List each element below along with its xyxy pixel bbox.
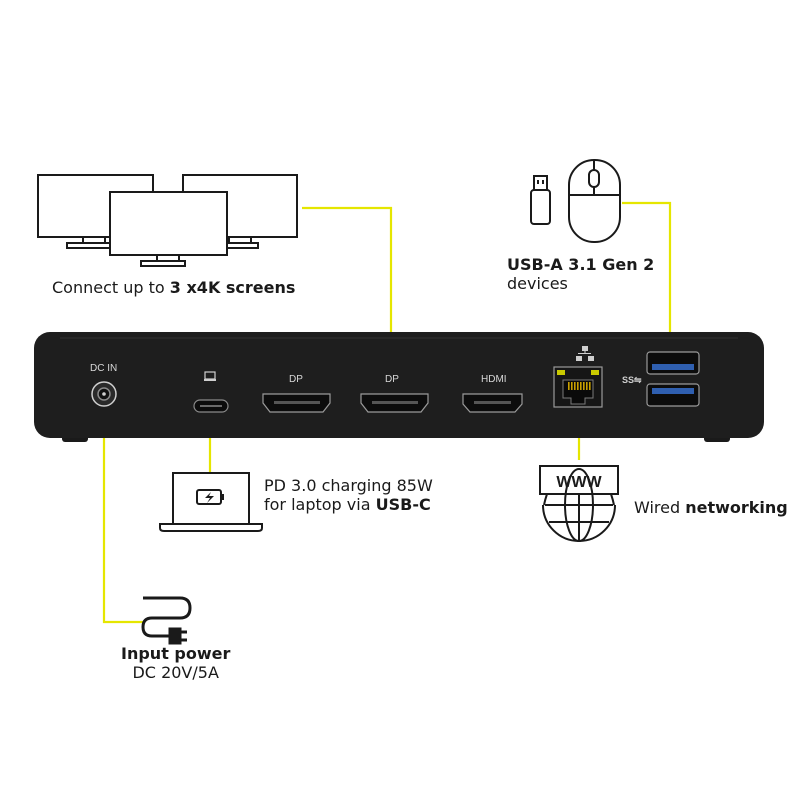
dc-in-port: DC IN — [90, 363, 117, 407]
laptop-icon — [159, 472, 263, 532]
network-callout-bold: networking — [685, 498, 788, 517]
usb-c-port — [193, 371, 229, 413]
charging-callout: PD 3.0 charging 85W for laptop via USB-C — [264, 476, 433, 514]
charging-callout-line2: for laptop via — [264, 495, 376, 514]
screens-connector — [302, 206, 393, 360]
power-cable-icon — [141, 596, 192, 645]
dp2-label: DP — [385, 374, 399, 385]
screens-callout-bold: 3 x4K screens — [169, 278, 296, 297]
hdmi-port: HDMI — [462, 374, 523, 413]
hdmi-label: HDMI — [481, 374, 507, 385]
usb-a-ports: SS⇋ — [622, 351, 700, 407]
mouse-icon — [568, 159, 621, 243]
screens-callout-text: Connect up to — [52, 278, 170, 297]
dp1-label: DP — [289, 374, 303, 385]
dc-in-label: DC IN — [90, 363, 117, 374]
screens-callout: Connect up to 3 x4K screens — [52, 278, 295, 297]
ethernet-port — [553, 346, 603, 408]
dc-in-connector — [102, 405, 143, 624]
ethernet-icon — [576, 346, 594, 361]
charging-callout-bold: USB-C — [375, 495, 431, 514]
usb-stick-icon — [530, 175, 551, 225]
www-label: WWW — [556, 474, 602, 491]
network-callout: Wired networking — [634, 498, 788, 517]
superspeed-usb-icon: SS⇋ — [622, 375, 642, 385]
usb-a-connector — [622, 201, 672, 360]
power-callout: Input power DC 20V/5A — [121, 644, 230, 682]
charging-callout-line1: PD 3.0 charging 85W — [264, 476, 433, 495]
globe-icon: WWW — [539, 465, 619, 542]
dp-port-2: DP — [360, 374, 429, 413]
power-callout-bold: Input power — [121, 644, 231, 663]
usb-a-callout-line2: devices — [507, 274, 568, 293]
usb-a-callout-bold: USB-A 3.1 Gen 2 — [507, 255, 655, 274]
usb-a-callout: USB-A 3.1 Gen 2 devices — [507, 255, 654, 293]
monitor-icon — [37, 174, 298, 267]
dp-port-1: DP — [262, 374, 331, 413]
power-callout-line2: DC 20V/5A — [132, 663, 219, 682]
network-callout-text: Wired — [634, 498, 686, 517]
battery-charging-icon — [196, 489, 224, 505]
